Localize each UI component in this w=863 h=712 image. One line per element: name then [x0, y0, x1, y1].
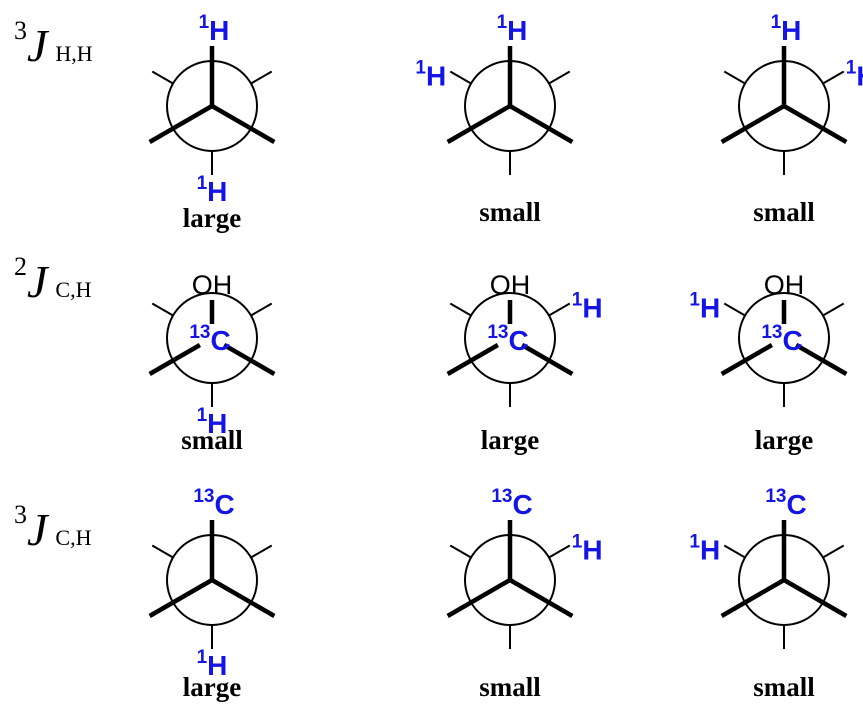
rear-bond-labeled	[723, 544, 746, 559]
coupling-symbol: J	[27, 504, 48, 555]
rear-substituent-label: 1H	[415, 58, 446, 92]
front-substituent-label: 13C	[491, 486, 532, 520]
rear-bond-labeled	[822, 70, 845, 85]
rear-bond	[822, 544, 845, 559]
front-bond	[210, 578, 276, 618]
front-substituent-label: 1H	[199, 12, 230, 46]
front-substituent-label: 1H	[771, 12, 802, 46]
rear-substituent-label: 1H	[689, 290, 720, 324]
front-bond	[794, 343, 848, 376]
carbon-13-label: 13C	[487, 322, 528, 356]
front-bond	[148, 104, 214, 144]
rear-bond-labeled	[548, 302, 571, 317]
rear-substituent-label: 1H	[197, 173, 228, 207]
coupling-magnitude-caption: small	[753, 197, 815, 227]
rear-bond-labeled	[449, 70, 472, 85]
coupling-magnitude-caption: large	[182, 672, 242, 702]
front-bond	[446, 104, 512, 144]
coupling-nuclei: C,H	[55, 525, 92, 550]
front-bond	[148, 578, 214, 618]
carbon-13-label: 13C	[761, 322, 802, 356]
front-bond	[508, 104, 574, 144]
front-bond	[720, 578, 786, 618]
coupling-magnitude-caption: small	[753, 672, 815, 702]
rear-substituent-label: 1H	[572, 290, 603, 324]
coupling-label: 2J C,H	[14, 252, 91, 308]
hydroxyl-label: OH	[490, 270, 531, 300]
rear-bond	[449, 302, 472, 317]
coupling-bonds: 3	[14, 16, 27, 45]
front-bond	[720, 343, 774, 376]
front-bond	[210, 104, 276, 144]
front-substituent-label: 13C	[193, 486, 234, 520]
rear-substituent-label: 1H	[572, 532, 603, 566]
front-bond	[222, 343, 276, 376]
rear-bond	[250, 70, 273, 85]
coupling-label: 3J H,H	[14, 16, 93, 72]
rear-bond	[250, 302, 273, 317]
coupling-nuclei: H,H	[55, 41, 93, 66]
rear-bond	[822, 302, 845, 317]
front-bond	[148, 343, 202, 376]
coupling-magnitude-caption: small	[479, 197, 541, 227]
rear-substituent-label: 1H	[846, 58, 863, 92]
coupling-magnitude-caption: large	[754, 425, 814, 455]
front-substituent-label: 13C	[765, 486, 806, 520]
coupling-magnitude-caption: large	[182, 203, 242, 233]
rear-substituent-label: 1H	[689, 532, 720, 566]
coupling-magnitude-caption: large	[480, 425, 540, 455]
coupling-nuclei: C,H	[55, 277, 92, 302]
front-bond	[520, 343, 574, 376]
front-bond	[446, 578, 512, 618]
coupling-label: 3J C,H	[14, 500, 91, 556]
rear-bond	[151, 302, 174, 317]
coupling-symbol: J	[27, 256, 48, 307]
coupling-bonds: 2	[14, 252, 27, 281]
front-substituent-label: 1H	[497, 12, 528, 46]
hydroxyl-label: OH	[764, 270, 805, 300]
coupling-magnitude-caption: small	[479, 672, 541, 702]
hydroxyl-label: OH	[192, 270, 233, 300]
coupling-magnitude-caption: small	[181, 425, 243, 455]
front-bond	[782, 104, 848, 144]
front-bond	[508, 578, 574, 618]
front-bond	[720, 104, 786, 144]
coupling-symbol: J	[27, 20, 48, 71]
coupling-bonds: 3	[14, 500, 27, 529]
rear-bond	[548, 70, 571, 85]
rear-bond	[151, 544, 174, 559]
rear-substituent-label: 1H	[197, 647, 228, 681]
rear-substituent-label: 1H	[197, 405, 228, 439]
rear-bond	[250, 544, 273, 559]
rear-bond	[449, 544, 472, 559]
rear-bond-labeled	[548, 544, 571, 559]
carbon-13-label: 13C	[189, 322, 230, 356]
front-bond	[782, 578, 848, 618]
front-bond	[446, 343, 500, 376]
rear-bond	[151, 70, 174, 85]
rear-bond-labeled	[723, 302, 746, 317]
rear-bond	[723, 70, 746, 85]
